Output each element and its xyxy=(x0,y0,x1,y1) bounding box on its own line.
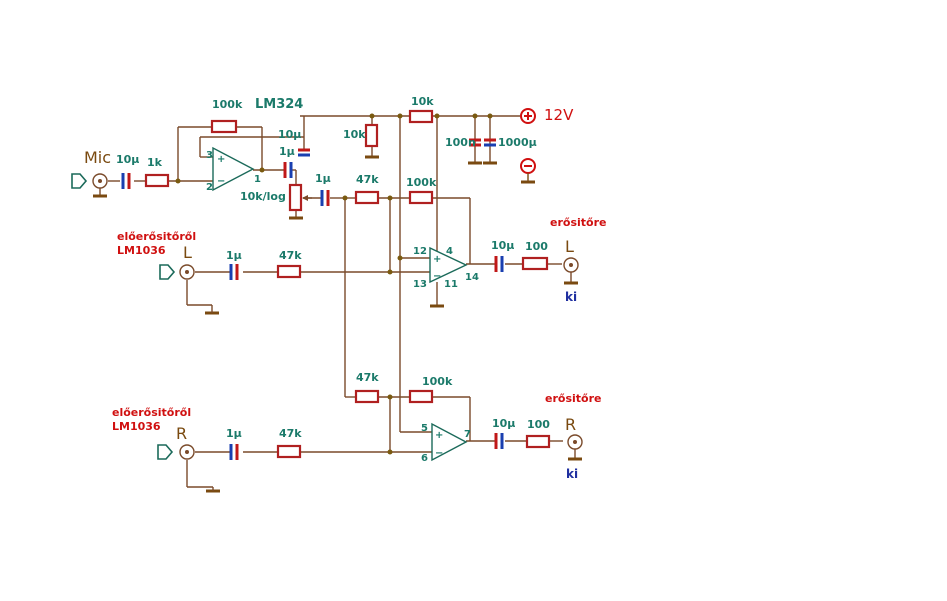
resistor-fb-pre xyxy=(210,119,238,134)
capacitors xyxy=(121,138,504,460)
right-chip-label: LM1036 xyxy=(112,420,161,433)
svg-text:13: 13 xyxy=(413,279,427,290)
svg-text:3: 3 xyxy=(206,150,213,161)
ground-symbols xyxy=(93,155,582,493)
right-input-arrow-icon xyxy=(157,444,174,460)
left-dest-label: erősitőre xyxy=(550,216,606,229)
label-c-mic: 10µ xyxy=(116,153,139,166)
label-r-fb-pre: 100k xyxy=(212,98,243,111)
right-in-channel: R xyxy=(176,424,187,443)
mic-input-arrow-icon xyxy=(71,173,88,189)
svg-text:2: 2 xyxy=(206,182,213,193)
opamp-u3: + − xyxy=(431,422,468,462)
left-chip-label: LM1036 xyxy=(117,244,166,257)
svg-text:12: 12 xyxy=(413,246,427,257)
label-r-bias: 10k xyxy=(343,128,366,141)
right-source-label: előerősitőről xyxy=(112,406,191,419)
resistor-mix-r xyxy=(354,389,380,404)
svg-text:6: 6 xyxy=(421,453,428,464)
left-in-channel: L xyxy=(183,243,192,262)
right-out-channel: R xyxy=(565,415,576,434)
resistor-fb-r xyxy=(408,389,434,404)
svg-text:4: 4 xyxy=(446,246,453,257)
label-r-mix-l: 47k xyxy=(356,173,379,186)
left-out-channel: L xyxy=(565,237,574,256)
labels: LM324 12V Mic 10µ 1k 100k 10µ 10k 10k 10… xyxy=(84,95,606,481)
opamp-u1: + − xyxy=(212,146,255,192)
label-c-100n: 100n xyxy=(445,136,476,149)
label-c-out-l: 10µ xyxy=(491,239,514,252)
svg-text:−: − xyxy=(433,271,441,282)
label-r-fb-r: 100k xyxy=(422,375,453,388)
label-pot: 10k/log xyxy=(240,190,286,203)
label-r-in-l: 47k xyxy=(279,249,302,262)
label-c-mix: 1µ xyxy=(315,172,331,185)
label-r-fb-l: 100k xyxy=(406,176,437,189)
label-r-supply: 10k xyxy=(411,95,434,108)
resistor-out-r xyxy=(525,434,551,449)
resistor-fb-l xyxy=(408,190,434,205)
svg-text:5: 5 xyxy=(421,423,428,434)
label-r-in-r: 47k xyxy=(279,427,302,440)
label-c-in-l: 1µ xyxy=(226,249,242,262)
label-r-mic: 1k xyxy=(147,156,163,169)
connectors xyxy=(71,108,583,460)
chip-title: LM324 xyxy=(255,97,303,112)
resistor-in-l xyxy=(276,264,302,279)
resistor-mic xyxy=(144,173,170,188)
right-ki-label: ki xyxy=(566,467,578,481)
svg-text:11: 11 xyxy=(444,279,458,290)
junction-dots xyxy=(175,113,493,455)
left-source-label: előerősitőről xyxy=(117,230,196,243)
svg-text:+: + xyxy=(435,430,443,441)
label-r-out-l: 100 xyxy=(525,240,548,253)
svg-text:7: 7 xyxy=(464,429,471,440)
resistor-out-l xyxy=(521,256,549,271)
label-r-out-r: 100 xyxy=(527,418,550,431)
svg-text:14: 14 xyxy=(465,272,479,283)
label-c-1000u: 1000µ xyxy=(498,136,537,149)
left-input-arrow-icon xyxy=(159,264,176,280)
potentiometer xyxy=(288,183,303,212)
svg-text:+: + xyxy=(217,154,225,165)
resistor-bias xyxy=(364,123,379,148)
left-ki-label: ki xyxy=(565,290,577,304)
label-c-in-r: 1µ xyxy=(226,427,242,440)
mic-label: Mic xyxy=(84,148,111,167)
label-c-out-r: 10µ xyxy=(492,417,515,430)
resistor-in-r xyxy=(276,444,302,459)
svg-text:1: 1 xyxy=(254,174,261,185)
svg-text:−: − xyxy=(217,176,225,187)
wires xyxy=(99,115,576,488)
label-r-mix-r: 47k xyxy=(356,371,379,384)
svg-text:+: + xyxy=(433,254,441,265)
pot-wiper-icon xyxy=(302,195,312,201)
svg-text:−: − xyxy=(435,448,443,459)
right-dest-label: erősitőre xyxy=(545,392,601,405)
resistor-mix-l xyxy=(354,190,380,205)
opamp-u2: + − xyxy=(429,246,468,284)
label-c-pre-out: 1µ xyxy=(279,145,295,158)
supply-label: 12V xyxy=(544,106,574,124)
label-c-pre-bias: 10µ xyxy=(278,128,301,141)
resistor-supply xyxy=(408,109,434,124)
resistors xyxy=(144,109,551,459)
